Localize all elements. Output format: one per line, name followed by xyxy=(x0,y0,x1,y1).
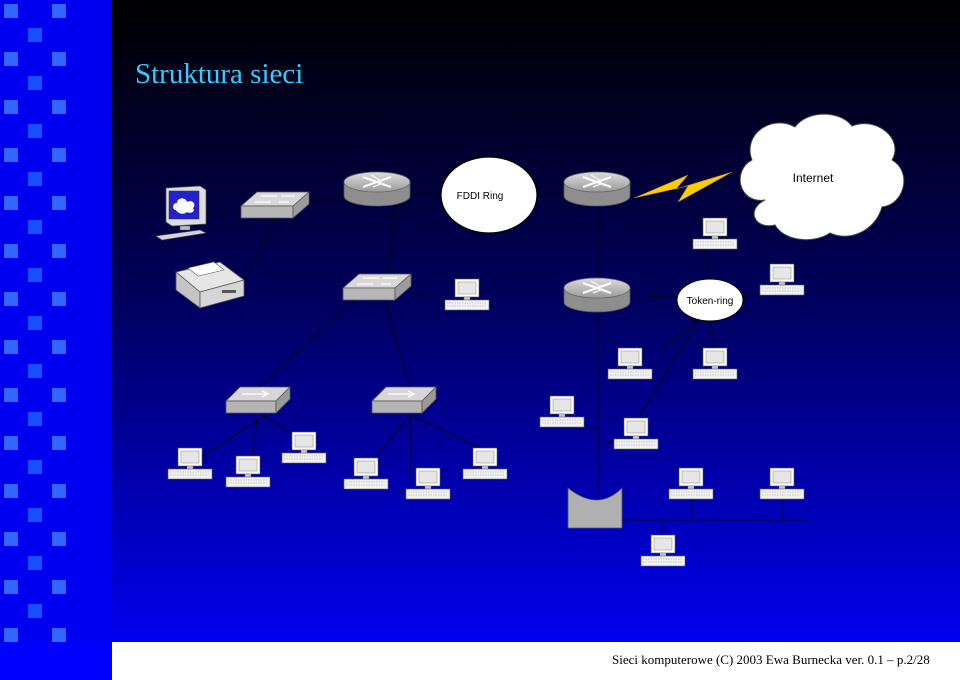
token-ring xyxy=(676,278,744,322)
decor-square xyxy=(28,508,42,522)
decor-square xyxy=(28,172,42,186)
decor-square xyxy=(4,340,18,354)
left-decoration xyxy=(4,4,66,666)
router-icon xyxy=(563,171,631,207)
router-icon xyxy=(343,171,411,207)
decor-square xyxy=(28,76,42,90)
decor-square xyxy=(4,628,18,642)
decor-square xyxy=(52,484,66,498)
decor-square xyxy=(28,124,42,138)
router-icon xyxy=(563,277,631,313)
token-ring-label: Token-ring xyxy=(687,296,734,307)
decor-square xyxy=(4,484,18,498)
decor-square xyxy=(4,196,18,210)
decor-square xyxy=(52,4,66,18)
decor-square xyxy=(52,436,66,450)
decor-square xyxy=(28,268,42,282)
decor-square xyxy=(4,436,18,450)
decor-square xyxy=(28,316,42,330)
decor-square xyxy=(52,292,66,306)
decor-square xyxy=(28,556,42,570)
hub-icon xyxy=(225,386,291,414)
decor-square xyxy=(52,100,66,114)
internet-label: Internet xyxy=(793,171,834,185)
decor-square xyxy=(4,388,18,402)
hub-icon xyxy=(371,386,437,414)
decor-square xyxy=(52,580,66,594)
decor-square xyxy=(4,532,18,546)
decor-square xyxy=(4,148,18,162)
server-icon xyxy=(567,487,623,529)
lightning-icon xyxy=(633,171,733,203)
decor-square xyxy=(4,292,18,306)
decor-square xyxy=(4,580,18,594)
decor-square xyxy=(52,628,66,642)
decor-square xyxy=(4,52,18,66)
decor-square xyxy=(52,388,66,402)
decor-square xyxy=(52,52,66,66)
decor-square xyxy=(52,244,66,258)
slide-footer: Sieci komputerowe (C) 2003 Ewa Burnecka … xyxy=(612,652,930,667)
slide-title: Struktura sieci xyxy=(135,58,304,90)
decor-square xyxy=(28,412,42,426)
footer-box xyxy=(112,642,960,680)
internet-cloud xyxy=(739,113,905,241)
decor-square xyxy=(4,100,18,114)
decor-square xyxy=(28,220,42,234)
decor-square xyxy=(52,532,66,546)
decor-square xyxy=(28,604,42,618)
decor-square xyxy=(52,148,66,162)
fddi-ring xyxy=(440,156,538,234)
decor-square xyxy=(52,196,66,210)
fddi-ring-label: FDDI Ring xyxy=(457,191,504,202)
printer-icon xyxy=(175,261,245,309)
decor-square xyxy=(28,364,42,378)
connections xyxy=(184,194,810,540)
decor-square xyxy=(28,28,42,42)
decor-square xyxy=(4,4,18,18)
decor-square xyxy=(28,460,42,474)
decor-square xyxy=(4,244,18,258)
admin-workstation-icon xyxy=(155,185,207,241)
decor-square xyxy=(52,340,66,354)
